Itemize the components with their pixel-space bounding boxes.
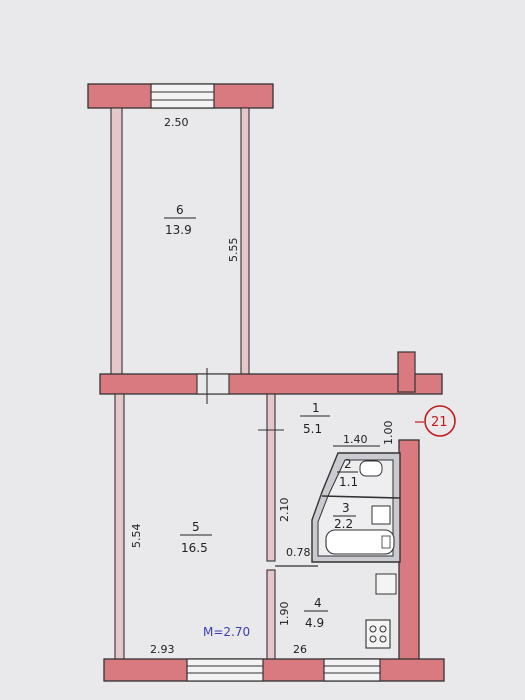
window-room5	[186, 658, 264, 682]
room5-area: 16.5	[181, 541, 208, 555]
room6-right-wall	[240, 107, 250, 377]
room1-area: 5.1	[303, 422, 322, 436]
room5-number: 5	[192, 520, 200, 534]
dim-kitchen-width: 26	[293, 643, 307, 656]
kitchen-sink-symbol	[375, 573, 397, 595]
dim-hall-width: 1.40	[343, 433, 368, 446]
room3-number: 3	[342, 501, 350, 515]
dim-room5-height: 5.54	[130, 524, 143, 549]
scale-note: M=2.70	[203, 625, 250, 639]
room6-number: 6	[176, 203, 184, 217]
room5-right-partition-lower	[266, 569, 276, 661]
room6-left-wall	[110, 107, 123, 377]
room3-area: 2.2	[334, 517, 353, 531]
room4-number: 4	[314, 596, 322, 610]
right-wall-stub	[397, 351, 416, 393]
dim-corridor-depth: 1.00	[382, 421, 395, 446]
stove-burner-icon	[369, 635, 377, 643]
window-kitchen	[323, 658, 381, 682]
bathtub-symbol	[325, 529, 395, 555]
apartment-number: 21	[431, 415, 448, 430]
room5-left-wall	[114, 393, 125, 661]
dim-top-width: 2.50	[164, 116, 189, 129]
room6-area: 13.9	[165, 223, 192, 237]
dim-hall-length: 2.10	[278, 498, 291, 523]
apartment-number-circle	[424, 405, 456, 437]
stove-burner-icon	[379, 635, 387, 643]
top-wall	[87, 83, 274, 109]
window-top	[150, 83, 215, 109]
stove-burner-icon	[369, 625, 377, 633]
room2-number: 2	[344, 457, 352, 471]
bathroom-block	[311, 452, 401, 563]
dim-room6-height: 5.55	[227, 238, 240, 263]
bottom-wall	[103, 658, 445, 682]
dim-bottom-width: 2.93	[150, 643, 175, 656]
toilet-symbol	[359, 460, 383, 477]
right-exterior-wall	[398, 439, 420, 677]
middle-wall	[99, 368, 443, 404]
room1-number: 1	[312, 401, 320, 415]
room5-right-partition-upper	[266, 393, 276, 562]
dim-kitchen-length: 1.90	[278, 602, 291, 627]
stove-burner-icon	[379, 625, 387, 633]
dim-niche: 0.78	[286, 546, 311, 559]
room2-area: 1.1	[339, 475, 358, 489]
sink-symbol	[371, 505, 391, 525]
door-opening-room6	[196, 373, 230, 395]
room4-area: 4.9	[305, 616, 324, 630]
stove-symbol	[365, 619, 391, 649]
